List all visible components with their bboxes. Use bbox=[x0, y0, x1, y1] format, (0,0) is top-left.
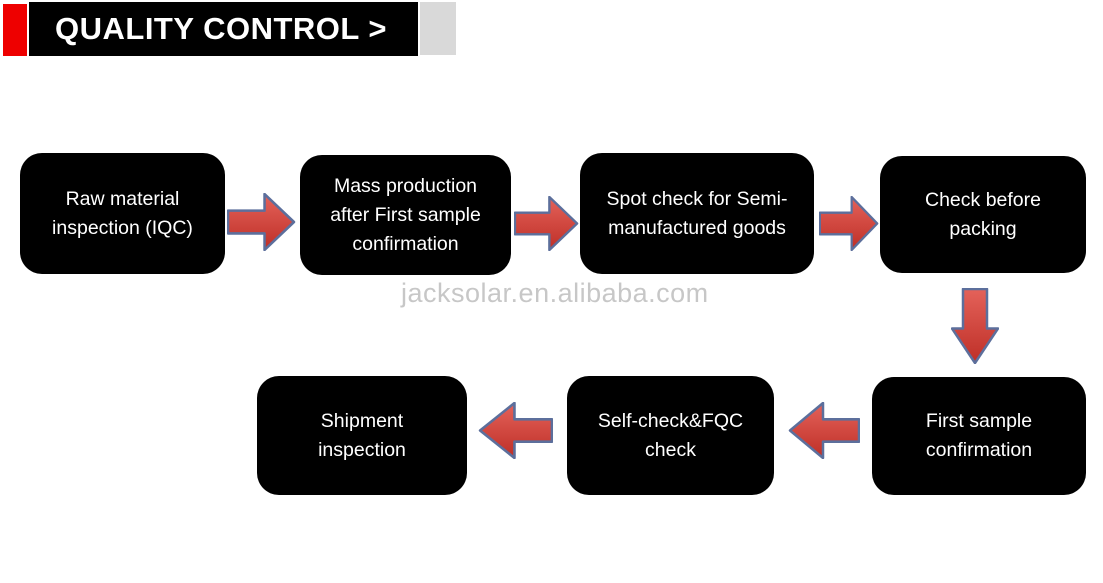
flow-node-self-check-fqc: Self-check&FQC check bbox=[567, 376, 774, 495]
page-title: QUALITY CONTROL > bbox=[55, 11, 388, 46]
arrow-left-icon bbox=[478, 402, 553, 459]
header-banner: QUALITY CONTROL > bbox=[29, 2, 418, 56]
arrow-right-icon bbox=[514, 196, 579, 251]
flow-node-raw-material-inspection: Raw material inspection (IQC) bbox=[20, 153, 225, 274]
watermark-text: jacksolar.en.alibaba.com bbox=[401, 278, 709, 308]
arrow-down-icon bbox=[951, 288, 999, 364]
flow-node-shipment-inspection: Shipment inspection bbox=[257, 376, 467, 495]
flow-node-check-before-packing: Check before packing bbox=[880, 156, 1086, 273]
header-red-block bbox=[3, 4, 27, 56]
arrow-left-icon bbox=[788, 402, 860, 459]
flow-node-mass-production: Mass production after First sample confi… bbox=[300, 155, 511, 275]
header-gray-block bbox=[420, 2, 456, 55]
arrow-right-icon bbox=[819, 196, 879, 251]
flow-node-spot-check: Spot check for Semi- manufactured goods bbox=[580, 153, 814, 274]
arrow-right-icon bbox=[227, 193, 296, 251]
flow-node-first-sample-confirmation: First sample confirmation bbox=[872, 377, 1086, 495]
